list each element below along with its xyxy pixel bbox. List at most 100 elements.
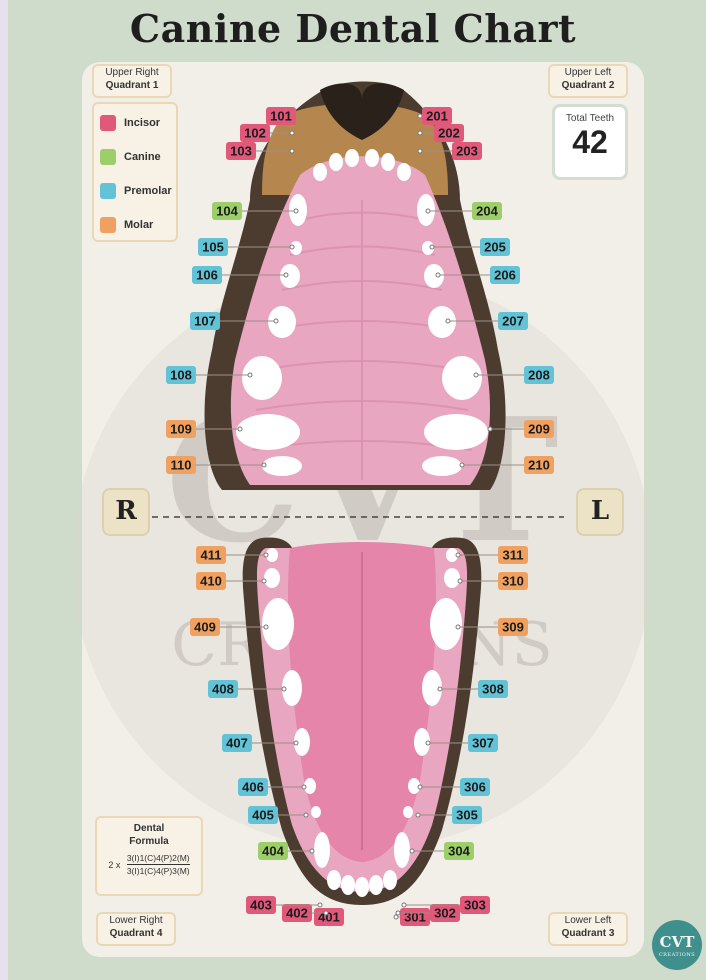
- tooth-number: 107: [194, 314, 216, 329]
- tooth-number: 410: [200, 574, 222, 589]
- tooth-type-legend: Incisor Canine Premolar Molar: [92, 102, 178, 242]
- leader-dot: [418, 114, 422, 118]
- tooth-number: 409: [194, 620, 216, 635]
- quadrant-upper-left-line2: Quadrant 2: [550, 79, 626, 92]
- logo-line1: CVT: [652, 932, 702, 952]
- quadrant-upper-left: Upper Left Quadrant 2: [548, 64, 628, 98]
- tooth-number: 203: [456, 144, 478, 159]
- leader-dot: [460, 463, 464, 467]
- leader-dot: [418, 131, 422, 135]
- leader-dot: [290, 245, 294, 249]
- quadrant-lower-left: Lower Left Quadrant 3: [548, 912, 628, 946]
- side-marker-left: L: [576, 488, 624, 536]
- leader-dot: [396, 911, 400, 915]
- legend-swatch: [100, 217, 116, 233]
- quadrant-lower-left-line1: Lower Left: [565, 915, 612, 926]
- leader-dot: [304, 813, 308, 817]
- tooth-number: 302: [434, 906, 456, 921]
- leader-dot: [438, 687, 442, 691]
- legend-item-molar: Molar: [100, 216, 153, 234]
- legend-label: Premolar: [124, 185, 172, 197]
- tooth-number: 205: [484, 240, 506, 255]
- tooth-number: 110: [171, 458, 192, 473]
- tooth-number: 309: [502, 620, 524, 635]
- leader-dot: [264, 553, 268, 557]
- formula-upper: 3(I)1(C)4(P)2(M): [127, 852, 190, 865]
- side-marker-right: R: [102, 488, 150, 536]
- legend-swatch: [100, 149, 116, 165]
- tooth-number: 406: [242, 780, 264, 795]
- tooth-number: 108: [170, 368, 192, 383]
- tooth-label-301: 301: [394, 908, 430, 926]
- quadrant-upper-right: Upper Right Quadrant 1: [92, 64, 172, 98]
- leader-dot: [402, 903, 406, 907]
- formula-title-line1: Dental: [97, 822, 201, 835]
- leader-dot: [418, 149, 422, 153]
- leader-dot: [274, 319, 278, 323]
- tooth-number: 103: [230, 144, 252, 159]
- tooth-number: 402: [286, 906, 308, 921]
- leader-dot: [394, 915, 398, 919]
- tooth-number: 311: [503, 548, 524, 563]
- legend-item-premolar: Premolar: [100, 182, 172, 200]
- tooth-number: 305: [456, 808, 478, 823]
- leader-dot: [284, 273, 288, 277]
- tooth-label-101: 101: [266, 107, 296, 125]
- leader-dot: [302, 785, 306, 789]
- leader-dot: [426, 741, 430, 745]
- tooth-number: 306: [464, 780, 486, 795]
- legend-label: Incisor: [124, 117, 160, 129]
- quadrant-upper-right-line1: Upper Right: [105, 67, 158, 78]
- leader-dot: [262, 463, 266, 467]
- formula-title-line2: Formula: [97, 835, 201, 848]
- tooth-number: 106: [196, 268, 218, 283]
- tooth-number: 208: [528, 368, 550, 383]
- leader-dot: [430, 245, 434, 249]
- quadrant-lower-left-line2: Quadrant 3: [550, 927, 626, 940]
- total-teeth-value: 42: [555, 124, 625, 160]
- tooth-label-401: 401: [314, 908, 344, 926]
- leader-dot: [264, 625, 268, 629]
- tooth-number: 209: [528, 422, 550, 437]
- legend-label: Molar: [124, 219, 153, 231]
- leader-dot: [456, 625, 460, 629]
- tooth-number: 403: [250, 898, 272, 913]
- tooth-number: 104: [216, 204, 238, 219]
- leader-dot: [456, 553, 460, 557]
- logo-line2: CREATIONS: [652, 952, 702, 958]
- leader-dot: [294, 741, 298, 745]
- total-teeth-box: Total Teeth 42: [552, 104, 628, 180]
- legend-label: Canine: [124, 151, 161, 163]
- formula-multiplier: 2 x: [108, 860, 120, 870]
- quadrant-upper-right-line2: Quadrant 1: [94, 79, 170, 92]
- quadrant-lower-right-line2: Quadrant 4: [98, 927, 174, 940]
- leader-dot: [262, 579, 266, 583]
- tooth-number: 109: [170, 422, 192, 437]
- tooth-number: 404: [262, 844, 284, 859]
- leader-dot: [310, 849, 314, 853]
- leader-dot: [324, 911, 328, 915]
- dental-formula-box: Dental Formula 2 x 3(I)1(C)4(P)2(M) 3(I)…: [95, 816, 203, 896]
- leader-dot: [294, 209, 298, 213]
- tooth-number: 408: [212, 682, 234, 697]
- brand-logo: CVT CREATIONS: [652, 920, 702, 970]
- total-teeth-label: Total Teeth: [555, 113, 625, 124]
- leader-dot: [410, 849, 414, 853]
- tooth-number: 204: [476, 204, 498, 219]
- tooth-number: 401: [318, 910, 340, 925]
- tooth-number: 405: [252, 808, 274, 823]
- leader-dot: [318, 903, 322, 907]
- quadrant-upper-left-line1: Upper Left: [565, 67, 612, 78]
- tooth-number: 105: [202, 240, 224, 255]
- tooth-number: 101: [270, 109, 292, 124]
- quadrant-lower-right: Lower Right Quadrant 4: [96, 912, 176, 946]
- tooth-number: 407: [226, 736, 248, 751]
- leader-dot: [290, 149, 294, 153]
- tooth-number: 411: [201, 548, 222, 563]
- tooth-number: 308: [482, 682, 504, 697]
- leader-dot: [474, 373, 478, 377]
- leader-dot: [238, 427, 242, 431]
- leader-dot: [290, 131, 294, 135]
- formula-lower: 3(I)1(C)4(P)3(M): [127, 865, 190, 877]
- leader-dot: [488, 427, 492, 431]
